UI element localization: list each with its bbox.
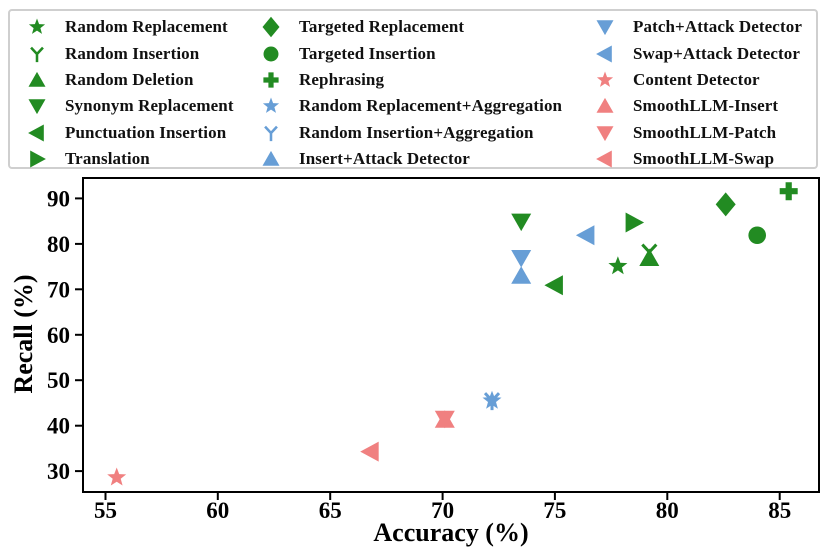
- y-tick-label: 40: [47, 414, 70, 439]
- legend-item-label: SmoothLLM-Insert: [633, 96, 779, 116]
- diamond-icon: [262, 16, 280, 38]
- legend-item: Random Replacement: [24, 14, 234, 40]
- y-tick-label: 80: [47, 232, 70, 257]
- legend-item-label: Targeted Insertion: [299, 43, 436, 63]
- triangle-down-icon: [28, 99, 46, 115]
- x-tick-label: 80: [656, 498, 679, 523]
- legend-item: Content Detector: [592, 67, 802, 93]
- legend-item-label: Random Replacement: [65, 17, 228, 37]
- data-point: [482, 390, 502, 409]
- legend-item-label: Insert+Attack Detector: [299, 149, 470, 169]
- legend-item-label: Targeted Replacement: [299, 17, 465, 37]
- legend-item: SmoothLLM-Insert: [592, 93, 802, 119]
- legend-item-label: Punctuation Insertion: [65, 122, 227, 142]
- legend-item-label: Random Deletion: [65, 69, 194, 89]
- x-tick-label: 85: [768, 498, 791, 523]
- plus-icon: [263, 72, 279, 88]
- legend-item-label: Rephrasing: [299, 69, 385, 89]
- legend-item: Random Insertion: [24, 40, 234, 66]
- data-point: [641, 243, 658, 262]
- triangle-left-icon: [28, 124, 44, 142]
- legend-item-label: Synonym Replacement: [65, 96, 234, 116]
- x-tick-label: 65: [319, 498, 342, 523]
- data-point: [511, 266, 532, 284]
- legend-item: Swap+Attack Detector: [592, 40, 802, 66]
- star-icon: [262, 97, 280, 114]
- legend-item: Insert+Attack Detector: [258, 146, 562, 172]
- plot-frame: [82, 177, 820, 493]
- y-tick-label: 30: [47, 459, 70, 484]
- legend-item: Punctuation Insertion: [24, 120, 234, 146]
- legend-item: SmoothLLM-Swap: [592, 146, 802, 172]
- y-tick-label: 60: [47, 323, 70, 348]
- legend-item: Patch+Attack Detector: [592, 14, 802, 40]
- triangle-up-icon: [262, 151, 280, 166]
- triangle-down-icon: [596, 125, 614, 141]
- triangle-right-icon: [30, 150, 46, 168]
- data-point: [511, 213, 532, 232]
- y-tick-label: 90: [47, 186, 70, 211]
- legend-item: SmoothLLM-Patch: [592, 120, 802, 146]
- legend-item: Random Replacement+Aggregation: [258, 93, 562, 119]
- legend-item: Targeted Replacement: [258, 14, 562, 40]
- legend-item: Rephrasing: [258, 67, 562, 93]
- x-tick-label: 60: [206, 498, 229, 523]
- data-point: [575, 225, 595, 246]
- tri-down-y-icon: [30, 46, 44, 62]
- star-icon: [28, 18, 46, 35]
- data-point: [360, 441, 379, 462]
- legend-item-label: Patch+Attack Detector: [633, 17, 802, 37]
- data-point: [511, 250, 532, 268]
- legend-item-label: SmoothLLM-Swap: [633, 149, 775, 169]
- legend-item: Random Insertion+Aggregation: [258, 120, 562, 146]
- triangle-up-icon: [596, 98, 614, 114]
- y-tick-label: 70: [47, 277, 70, 302]
- data-point: [608, 256, 628, 275]
- legend-item: Translation: [24, 146, 234, 172]
- y-tick-label: 50: [47, 368, 70, 393]
- triangle-left-icon: [596, 45, 612, 63]
- legend-item-label: SmoothLLM-Patch: [633, 122, 777, 142]
- data-point: [748, 226, 766, 245]
- data-point: [779, 182, 798, 201]
- legend-item: Targeted Insertion: [258, 40, 562, 66]
- y-axis-label: Recall (%): [9, 274, 38, 394]
- legend-item-label: Content Detector: [633, 69, 760, 89]
- star-icon: [596, 71, 614, 87]
- data-point: [625, 212, 645, 233]
- legend-item-label: Random Replacement+Aggregation: [299, 96, 563, 116]
- triangle-left-icon: [596, 150, 612, 168]
- data-point: [107, 467, 127, 486]
- legend-item: Synonym Replacement: [24, 93, 234, 119]
- data-point: [434, 410, 455, 429]
- x-tick-label: 70: [431, 498, 454, 523]
- legend-item-label: Random Insertion: [65, 43, 200, 63]
- data-point: [715, 192, 736, 217]
- legend-item: Random Deletion: [24, 67, 234, 93]
- x-tick-label: 75: [543, 498, 566, 523]
- x-tick-label: 55: [94, 498, 117, 523]
- tri-down-y-icon: [264, 125, 278, 141]
- legend-item-label: Translation: [65, 149, 150, 169]
- circle-icon: [263, 46, 279, 62]
- data-point: [544, 275, 563, 296]
- x-axis-label: Accuracy (%): [373, 518, 529, 547]
- legend-item-label: Random Insertion+Aggregation: [299, 122, 534, 142]
- triangle-up-icon: [28, 71, 46, 87]
- triangle-down-icon: [596, 20, 614, 36]
- legend-item-label: Swap+Attack Detector: [633, 43, 801, 63]
